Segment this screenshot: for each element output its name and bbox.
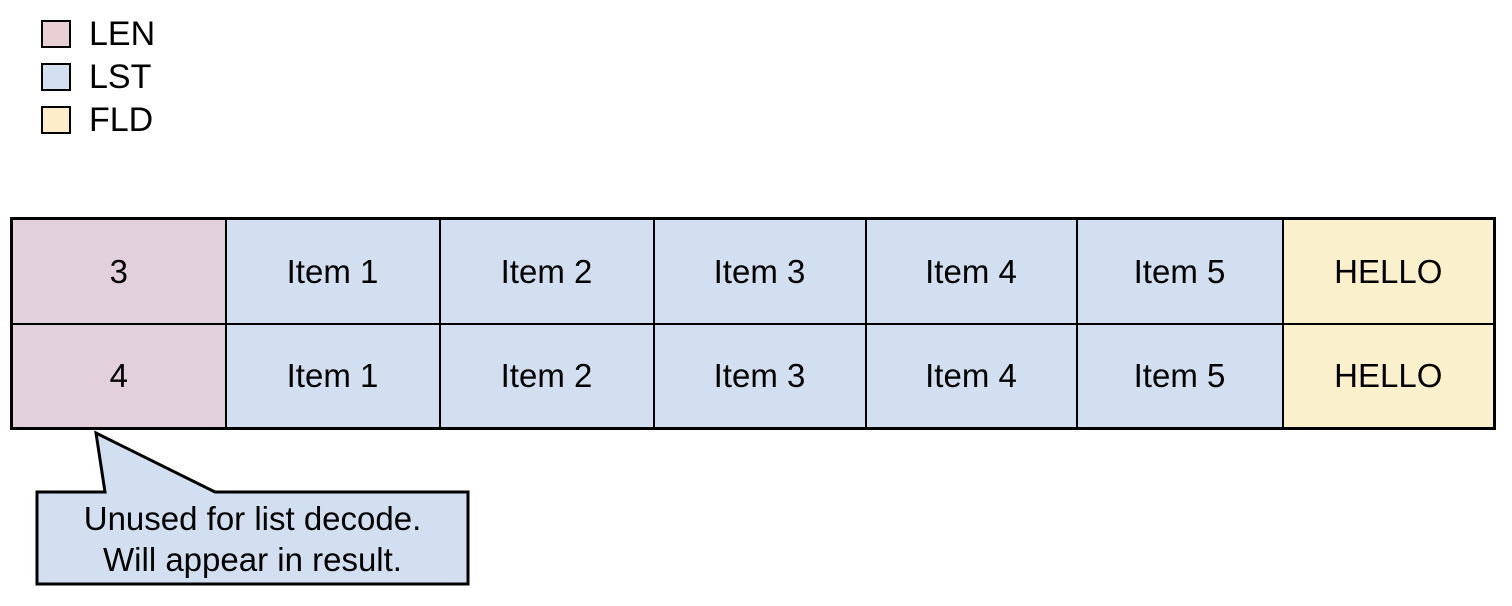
legend-swatch-icon-len	[41, 20, 71, 48]
cell-lst-2: Item 2	[438, 322, 655, 430]
legend-item-fld: FLD	[41, 101, 154, 139]
legend-swatch-icon-fld	[41, 106, 71, 134]
callout-line-1: Unused for list decode.	[83, 499, 422, 537]
cell-fld: HELLO	[1281, 217, 1496, 325]
cell-lst-3: Item 3	[652, 322, 867, 430]
cell-len: 3	[10, 217, 227, 325]
legend-label-len: LEN	[89, 15, 156, 53]
legend-item-len: LEN	[41, 15, 156, 53]
legend-label-lst: LST	[89, 58, 152, 96]
cell-len: 4	[10, 322, 227, 430]
cell-lst-5: Item 5	[1075, 217, 1284, 325]
cell-lst-5: Item 5	[1075, 322, 1284, 430]
cell-lst-1: Item 1	[224, 322, 441, 430]
cell-lst-3: Item 3	[652, 217, 867, 325]
cell-lst-4: Item 4	[864, 217, 1078, 325]
cell-lst-4: Item 4	[864, 322, 1078, 430]
legend-item-lst: LST	[41, 58, 152, 96]
callout-text: Unused for list decode. Will appear in r…	[35, 492, 470, 585]
record-table: 3 Item 1 Item 2 Item 3 Item 4 Item 5 HEL…	[10, 217, 1496, 430]
legend-swatch-icon-lst	[41, 63, 71, 91]
cell-lst-1: Item 1	[224, 217, 441, 325]
legend-label-fld: FLD	[89, 101, 154, 139]
table-row: 4 Item 1 Item 2 Item 3 Item 4 Item 5 HEL…	[10, 322, 1496, 430]
callout-line-2: Will appear in result.	[103, 540, 402, 578]
table-row: 3 Item 1 Item 2 Item 3 Item 4 Item 5 HEL…	[10, 217, 1496, 325]
cell-fld: HELLO	[1281, 322, 1496, 430]
cell-lst-2: Item 2	[438, 217, 655, 325]
